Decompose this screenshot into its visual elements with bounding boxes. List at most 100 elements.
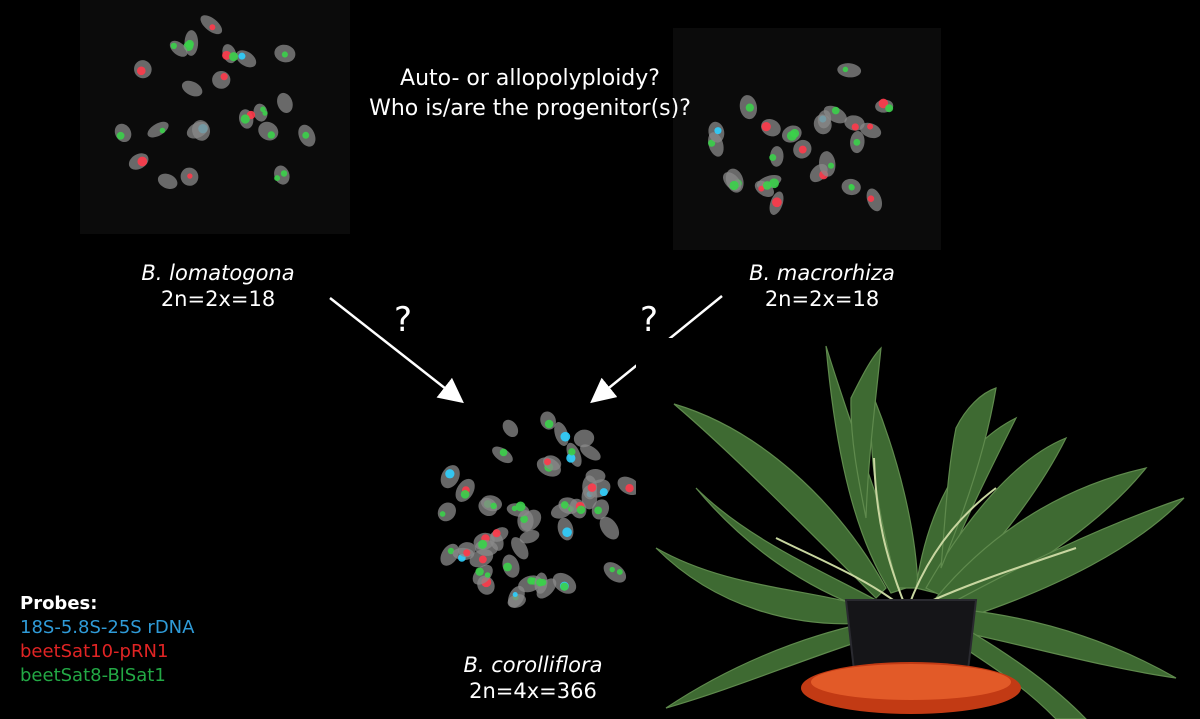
question-line-2: Who is/are the progenitor(s)?	[369, 96, 691, 121]
karyotype: 2n=2x=18	[764, 287, 880, 311]
leaves	[655, 345, 1185, 719]
chromosome	[492, 446, 513, 464]
corolliflora-chromosome-spread	[437, 411, 640, 608]
chromosome	[490, 527, 509, 542]
chromosome	[502, 419, 519, 438]
chromosome	[253, 103, 268, 122]
chromosome	[506, 501, 530, 517]
chromosome	[480, 495, 502, 512]
chromosome	[875, 98, 894, 113]
macrorhiza-label: B. macrorhiza 2n=2x=18	[712, 260, 932, 312]
macrorhiza-chromosome-image	[673, 28, 941, 250]
chromosome	[455, 478, 475, 502]
chromosome	[440, 465, 460, 489]
chromosome	[754, 180, 775, 197]
species-name: B. macrorhiza	[749, 261, 895, 285]
chromosome	[569, 498, 587, 519]
arrow-left-question: ?	[394, 300, 413, 340]
chromosome	[585, 469, 606, 484]
lomatogona-label: B. lomatogona 2n=2x=18	[108, 260, 328, 312]
chromosome	[469, 549, 494, 568]
chromosome	[793, 139, 812, 159]
chromosome	[134, 60, 152, 79]
chromosome	[180, 167, 199, 186]
chromosome	[566, 442, 582, 467]
chromosome	[114, 123, 132, 143]
species-name: B. lomatogona	[141, 261, 295, 285]
chromosome	[440, 543, 459, 566]
chromosome	[235, 50, 257, 68]
chromosome	[859, 122, 882, 139]
chromosome	[591, 499, 610, 520]
chromosome	[511, 537, 529, 560]
chromosome	[540, 411, 556, 430]
arrow-left	[329, 297, 464, 404]
chromosome	[769, 191, 784, 215]
corolliflora-chromosome-image	[424, 400, 650, 626]
lomatogona-chromosome-spread	[114, 15, 316, 189]
karyotype: 2n=2x=18	[160, 287, 276, 311]
chromosome	[157, 173, 178, 189]
chromosome	[472, 564, 493, 585]
chromosome	[841, 178, 861, 196]
chromosome	[457, 542, 476, 558]
chromosome	[739, 95, 758, 120]
chromosome	[819, 151, 836, 177]
chromosome	[274, 44, 296, 63]
chromosome	[128, 153, 149, 170]
corolliflora-label: B. corolliflora 2n=4x=366	[418, 652, 648, 704]
chromosome	[274, 165, 290, 185]
arrow-right-question: ?	[640, 300, 659, 340]
chromosome	[599, 516, 620, 540]
probe-prn1: beetSat10-pRN1	[20, 641, 169, 662]
chromosome	[502, 554, 520, 578]
chromosome	[222, 44, 239, 64]
chromosome	[723, 172, 742, 191]
chromosome	[147, 121, 169, 138]
pot-saucer-rim	[811, 664, 1011, 700]
karyotype: 2n=4x=366	[469, 679, 597, 703]
probe-blsat1: beetSat8-BlSat1	[20, 665, 166, 686]
lomatogona-chromosome-image	[80, 0, 350, 234]
chromosome	[258, 121, 279, 141]
chromosome	[844, 115, 865, 131]
chromosome	[761, 119, 781, 137]
chromosome	[552, 572, 577, 594]
chromosome	[781, 125, 802, 143]
chromosome	[557, 517, 574, 541]
question-line-1: Auto- or allopolyploidy?	[400, 66, 660, 91]
question-text: Auto- or allopolyploidy? Who is/are the …	[330, 64, 730, 124]
probes-legend: Probes: 18S-5.8S-25S rDNA beetSat10-pRN1…	[20, 592, 194, 688]
chromosome	[298, 124, 316, 147]
chromosome	[837, 63, 862, 78]
chromosome	[823, 105, 847, 124]
species-name: B. corolliflora	[463, 653, 603, 677]
chromosome	[212, 70, 231, 89]
chromosome	[813, 114, 832, 135]
macrorhiza-chromosome-spread	[708, 63, 894, 215]
chromosome	[169, 40, 188, 57]
chromosome	[508, 585, 525, 608]
chromosome	[181, 80, 203, 97]
chromosome	[850, 130, 865, 154]
plant-illustration	[655, 345, 1185, 719]
probe-rdna: 18S-5.8S-25S rDNA	[20, 617, 195, 638]
chromosome	[554, 422, 571, 446]
chromosome	[573, 429, 595, 448]
chromosome	[186, 121, 209, 139]
chromosome	[437, 502, 456, 522]
chromosome	[542, 455, 562, 471]
chromosome	[238, 109, 256, 129]
chromosome	[183, 30, 199, 56]
probes-title: Probes:	[20, 593, 98, 614]
chromosome	[580, 444, 601, 461]
chromosome	[534, 572, 548, 594]
chromosome	[708, 121, 725, 143]
chromosome	[769, 146, 784, 167]
chromosome	[200, 15, 223, 35]
chromosome	[277, 92, 293, 113]
chromosome	[519, 530, 540, 544]
chromosome	[617, 476, 640, 496]
corolliflora-plant-photo	[636, 338, 1200, 719]
chromosome	[866, 188, 883, 212]
